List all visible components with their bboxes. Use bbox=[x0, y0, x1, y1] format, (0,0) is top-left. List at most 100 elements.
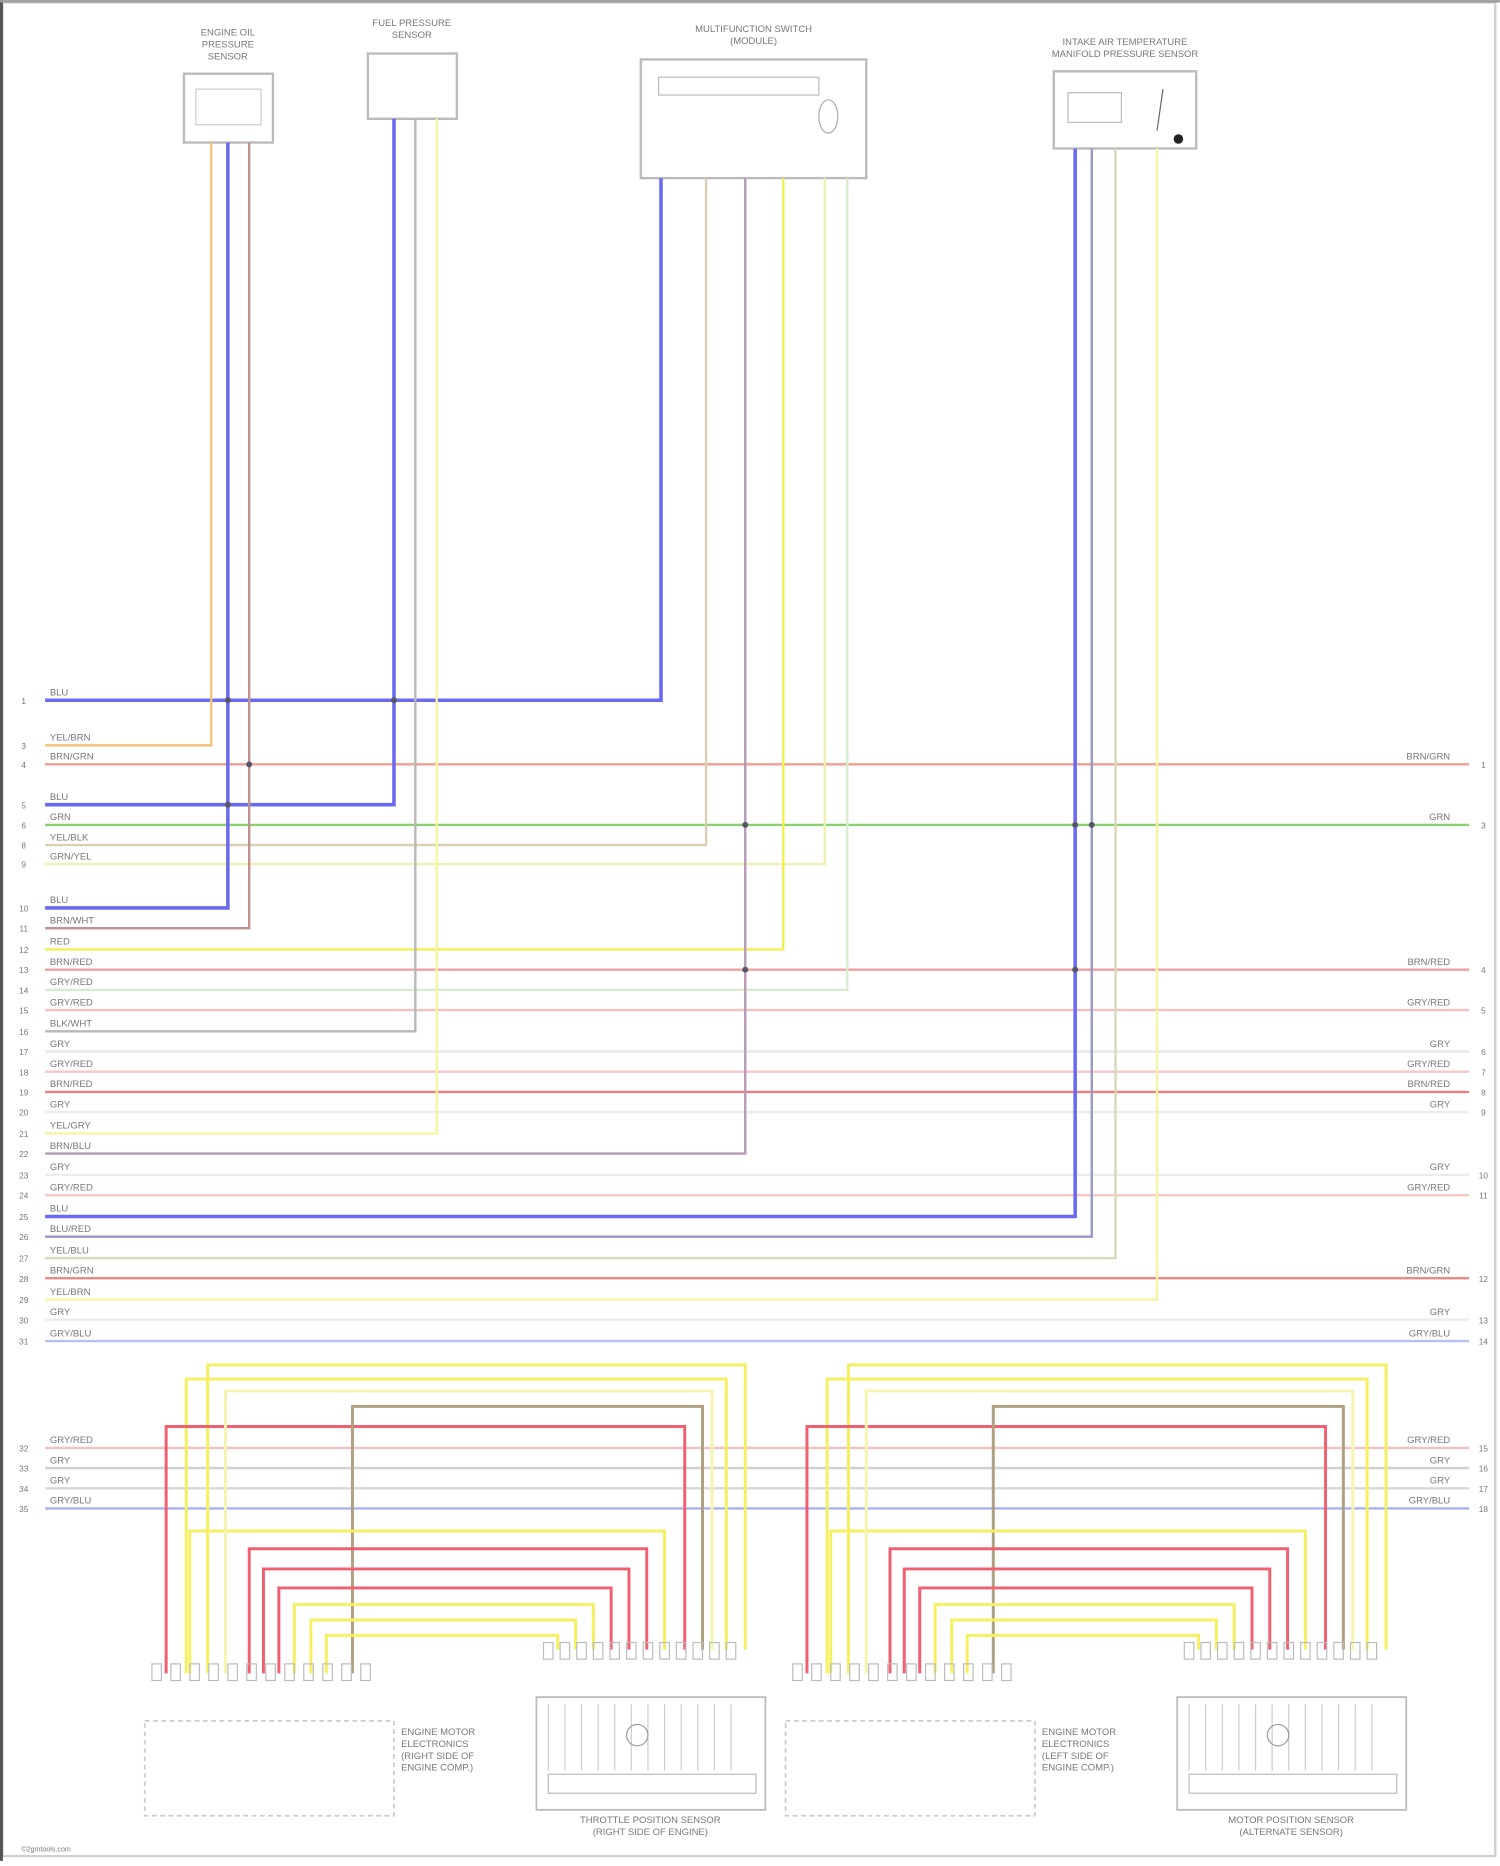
connector-pin bbox=[577, 1643, 586, 1660]
connector-pin bbox=[1184, 1643, 1193, 1660]
wire-grn-yel bbox=[45, 178, 825, 864]
pin-number: 27 bbox=[19, 1254, 29, 1264]
module-title: ELECTRONICS bbox=[1042, 1739, 1109, 1750]
wire-blu bbox=[45, 148, 1075, 1216]
pin-number: 23 bbox=[19, 1171, 29, 1181]
module-title: ENGINE COMP.) bbox=[1042, 1763, 1114, 1774]
wire-color-label-right: GRY/BLU bbox=[1409, 1328, 1451, 1339]
connector-pin bbox=[361, 1664, 370, 1681]
pin-number-right: 16 bbox=[1479, 1464, 1489, 1474]
module-wire bbox=[935, 1605, 1234, 1674]
pin-number: 26 bbox=[19, 1232, 29, 1242]
splice-dot bbox=[225, 802, 231, 808]
pin-number: 33 bbox=[19, 1464, 29, 1474]
wire-color-label: GRY/RED bbox=[50, 977, 93, 988]
wire-gry-red bbox=[45, 178, 847, 990]
pin-number-right: 5 bbox=[1481, 1006, 1486, 1016]
wire-color-label-right: GRY/RED bbox=[1407, 1435, 1450, 1446]
module-title: (RIGHT SIDE OF ENGINE) bbox=[593, 1827, 708, 1838]
component-title: (MODULE) bbox=[730, 36, 777, 47]
wire-color-label: GRY/RED bbox=[50, 1182, 93, 1193]
wire-color-label-right: GRY bbox=[1430, 1039, 1451, 1050]
module-wire bbox=[311, 1620, 576, 1673]
wire-color-label-right: GRY/RED bbox=[1407, 1059, 1450, 1070]
module-wire bbox=[920, 1588, 1252, 1673]
component-sensor-a bbox=[184, 74, 273, 143]
component-title: SENSOR bbox=[392, 30, 432, 41]
pin-number-right: 9 bbox=[1481, 1108, 1486, 1118]
pin-number: 1 bbox=[21, 696, 26, 706]
footer-credit: ©2gmtools.com bbox=[21, 1845, 71, 1853]
connector-pin bbox=[793, 1664, 802, 1681]
module-wire bbox=[294, 1605, 593, 1674]
module-title: ENGINE MOTOR bbox=[1042, 1727, 1116, 1738]
wire-color-label: GRY bbox=[50, 1476, 71, 1487]
splice-dot bbox=[1089, 822, 1095, 828]
pin-number: 15 bbox=[19, 1006, 29, 1016]
wire-color-label: GRN/YEL bbox=[50, 851, 92, 862]
splice-dot bbox=[225, 697, 231, 703]
splice-dot bbox=[246, 761, 252, 767]
connector-pin bbox=[560, 1643, 569, 1660]
pin-number-right: 1 bbox=[1481, 760, 1486, 770]
wire-color-label: GRY bbox=[50, 1307, 71, 1318]
connector-pin bbox=[209, 1664, 218, 1681]
connector-pin bbox=[152, 1664, 161, 1681]
module-wire bbox=[279, 1588, 611, 1673]
wire-color-label: BRN/BLU bbox=[50, 1141, 91, 1152]
wire-color-label: BLU bbox=[50, 1204, 69, 1215]
connector-pin bbox=[850, 1664, 859, 1681]
wire-color-label: YEL/GRY bbox=[50, 1121, 92, 1132]
pin-number-right: 11 bbox=[1479, 1191, 1488, 1201]
wire-blk-wht bbox=[45, 119, 415, 1032]
wire-color-label-right: BRN/RED bbox=[1407, 957, 1450, 968]
pin-number-right: 14 bbox=[1479, 1337, 1489, 1347]
wire-brn-wht bbox=[45, 143, 249, 929]
wire-color-label: YEL/BLU bbox=[50, 1245, 89, 1256]
connector-pin bbox=[266, 1664, 275, 1681]
wire-color-label: BRN/WHT bbox=[50, 915, 94, 926]
wire-color-label-right: GRN bbox=[1429, 812, 1450, 823]
connector-pin bbox=[1218, 1643, 1227, 1660]
pin-number: 31 bbox=[19, 1337, 29, 1347]
component-title: FUEL PRESSURE bbox=[372, 18, 451, 29]
connector-pin bbox=[812, 1664, 821, 1681]
wire-color-label-right: GRY bbox=[1430, 1162, 1451, 1173]
wire-color-label: GRY/BLU bbox=[50, 1328, 92, 1339]
connector-pin bbox=[171, 1664, 180, 1681]
pin-number-right: 15 bbox=[1479, 1443, 1489, 1453]
wire-color-label: GRN bbox=[50, 812, 71, 823]
wire-color-label-right: GRY/BLU bbox=[1409, 1496, 1451, 1507]
wire-color-label-right: GRY/RED bbox=[1407, 997, 1450, 1008]
component-title: ENGINE OIL bbox=[201, 28, 255, 39]
pin-number: 8 bbox=[21, 841, 26, 851]
pin-number-right: 10 bbox=[1479, 1171, 1489, 1181]
wire-color-label: GRY/RED bbox=[50, 1059, 93, 1070]
pin-number: 3 bbox=[21, 741, 26, 751]
pin-number: 14 bbox=[19, 985, 29, 995]
connector-pin bbox=[869, 1664, 878, 1681]
wire-yel-gry bbox=[45, 119, 437, 1134]
pin-number: 11 bbox=[19, 924, 28, 934]
ground-point-icon bbox=[1174, 134, 1183, 143]
wire-color-label-right: GRY bbox=[1430, 1099, 1451, 1110]
pin-number: 16 bbox=[19, 1027, 29, 1037]
component-title: SENSOR bbox=[208, 51, 248, 62]
wire-color-label-right: BRN/GRN bbox=[1406, 1265, 1450, 1276]
wire-color-label: YEL/BLK bbox=[50, 832, 89, 843]
pin-number-right: 8 bbox=[1481, 1087, 1486, 1097]
wire-color-label: YEL/BRN bbox=[50, 733, 91, 744]
pin-number: 22 bbox=[19, 1149, 29, 1159]
wire-color-label: BRN/RED bbox=[50, 1079, 93, 1090]
pin-number: 18 bbox=[19, 1067, 29, 1077]
pin-number: 35 bbox=[19, 1504, 29, 1514]
module-ecm-right bbox=[786, 1721, 1035, 1816]
wire-color-label: GRY/BLU bbox=[50, 1496, 92, 1507]
wire-color-label: GRY bbox=[50, 1099, 71, 1110]
pin-number: 30 bbox=[19, 1315, 29, 1325]
pin-number: 25 bbox=[19, 1212, 29, 1222]
module-title: ENGINE MOTOR bbox=[401, 1727, 475, 1738]
wire-color-label: RED bbox=[50, 937, 70, 948]
pin-number: 13 bbox=[19, 965, 29, 975]
